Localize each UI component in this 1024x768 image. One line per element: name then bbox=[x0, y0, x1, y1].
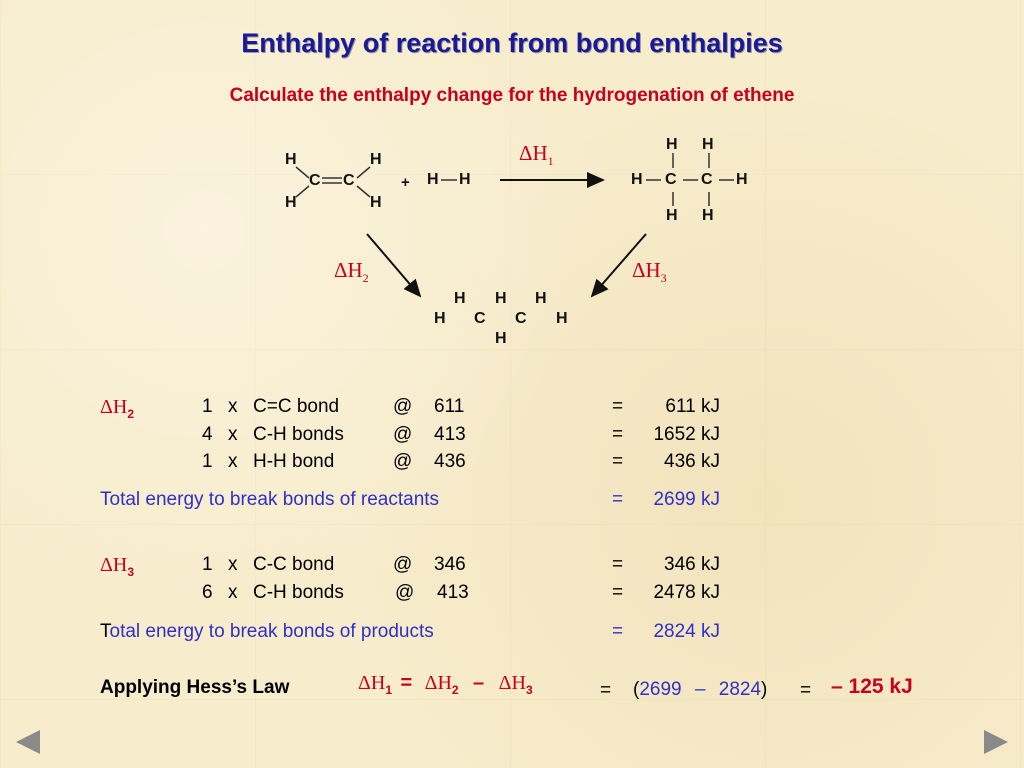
arrow-dh2 bbox=[366, 233, 422, 298]
row-result: 2478 kJ bbox=[653, 582, 720, 603]
atom-h: H bbox=[631, 171, 643, 188]
atom-h: H bbox=[666, 136, 678, 153]
bond-type: C-C bond bbox=[253, 554, 335, 575]
atom-h: H bbox=[370, 194, 382, 211]
hess-values: (2699 – 2824) bbox=[633, 679, 768, 700]
equals-sign: = bbox=[612, 424, 624, 445]
atom-h: H bbox=[370, 151, 382, 168]
atom-c: C bbox=[515, 310, 527, 327]
equals-sign: = bbox=[612, 554, 624, 575]
equals-sign: = bbox=[800, 680, 812, 701]
times-sign: x bbox=[228, 554, 238, 575]
row-result: 611 kJ bbox=[665, 396, 720, 417]
bond-enthalpy: 413 bbox=[434, 424, 466, 445]
atom-c: C bbox=[665, 171, 677, 188]
atom-h: H bbox=[454, 290, 466, 307]
times-sign: x bbox=[228, 424, 238, 445]
page-title: Enthalpy of reaction from bond enthalpie… bbox=[241, 28, 783, 58]
at-sign: @ bbox=[393, 396, 413, 417]
atom-c: C bbox=[474, 310, 486, 327]
atom-h: H bbox=[427, 171, 439, 188]
equals-sign: = bbox=[600, 680, 612, 701]
times-sign: x bbox=[228, 451, 238, 472]
bond-enthalpy: 413 bbox=[437, 582, 469, 603]
atom-h: H bbox=[495, 290, 507, 307]
bond-count: 1 bbox=[202, 554, 213, 575]
bond-count: 4 bbox=[202, 424, 213, 445]
bond-count: 6 bbox=[202, 582, 213, 603]
hess-equation: ΔH1 = ΔH2 – ΔH3 bbox=[358, 672, 533, 697]
equals-sign: = bbox=[612, 396, 624, 417]
hess-law-label: Applying Hess’s Law bbox=[100, 677, 290, 698]
minus-sign: – bbox=[473, 672, 485, 694]
dh1-term: ΔH1 bbox=[358, 672, 392, 697]
dh1-label: ΔH1 bbox=[519, 141, 554, 169]
triangle-right-icon[interactable] bbox=[984, 730, 1008, 754]
equals-sign: = bbox=[612, 451, 624, 472]
atom-c: C bbox=[343, 172, 355, 189]
atom-h: H bbox=[702, 207, 714, 224]
atom-h: H bbox=[666, 207, 678, 224]
equals-sign: = bbox=[612, 621, 624, 642]
at-sign: @ bbox=[395, 582, 415, 603]
equals-sign: = bbox=[612, 582, 624, 603]
arrow-dh3 bbox=[590, 233, 647, 298]
equals-sign: = bbox=[612, 489, 624, 510]
hess-result: – 125 kJ bbox=[831, 675, 913, 698]
row-result: 436 kJ bbox=[664, 451, 720, 472]
at-sign: @ bbox=[393, 424, 413, 445]
dh2-term: ΔH2 bbox=[424, 672, 459, 697]
atom-c: C bbox=[701, 171, 713, 188]
reaction-diagram: H H C C H H + H H ΔH1 H H H C C H H H ΔH… bbox=[0, 0, 1024, 360]
reactants-total-value: 2699 kJ bbox=[653, 489, 720, 510]
page-subtitle: Calculate the enthalpy change for the hy… bbox=[229, 85, 795, 106]
bond-type: C-H bonds bbox=[253, 582, 344, 603]
dh2-block-label: ΔH2 bbox=[100, 396, 134, 421]
atom-h: H bbox=[736, 171, 748, 188]
bond-enthalpy: 611 bbox=[434, 396, 465, 417]
atom-c: C bbox=[309, 172, 321, 189]
at-sign: @ bbox=[393, 554, 413, 575]
atom-h: H bbox=[459, 171, 471, 188]
bond-count: 1 bbox=[202, 396, 213, 417]
times-sign: x bbox=[228, 582, 238, 603]
equals-sign: = bbox=[400, 672, 413, 694]
products-total-label: Total energy to break bonds of products bbox=[100, 621, 434, 642]
atom-h: H bbox=[434, 310, 446, 327]
row-result: 346 kJ bbox=[664, 554, 720, 575]
atom-h: H bbox=[702, 136, 714, 153]
products-total-value: 2824 kJ bbox=[653, 621, 720, 642]
bond-enthalpy: 436 bbox=[434, 451, 466, 472]
times-sign: x bbox=[228, 396, 238, 417]
bond-count: 1 bbox=[202, 451, 213, 472]
triangle-left-icon[interactable] bbox=[16, 730, 40, 754]
dh3-term: ΔH3 bbox=[498, 672, 533, 697]
bond-lines bbox=[295, 153, 734, 298]
atom-h: H bbox=[495, 330, 507, 347]
dh2-label: ΔH2 bbox=[334, 258, 369, 286]
at-sign: @ bbox=[393, 451, 413, 472]
atom-h: H bbox=[285, 194, 297, 211]
bond-type: C=C bond bbox=[253, 396, 340, 417]
reactants-total-label: Total energy to break bonds of reactants bbox=[100, 489, 440, 510]
bond-type: H-H bond bbox=[253, 451, 335, 472]
atom-h: H bbox=[556, 310, 568, 327]
row-result: 1652 kJ bbox=[653, 424, 720, 445]
dh3-block-label: ΔH3 bbox=[100, 554, 134, 579]
bond-enthalpy: 346 bbox=[434, 554, 466, 575]
plus-sign: + bbox=[401, 174, 410, 191]
atom-h: H bbox=[285, 151, 297, 168]
dh3-label: ΔH3 bbox=[632, 258, 667, 286]
atom-h: H bbox=[535, 290, 547, 307]
bond-type: C-H bonds bbox=[253, 424, 344, 445]
